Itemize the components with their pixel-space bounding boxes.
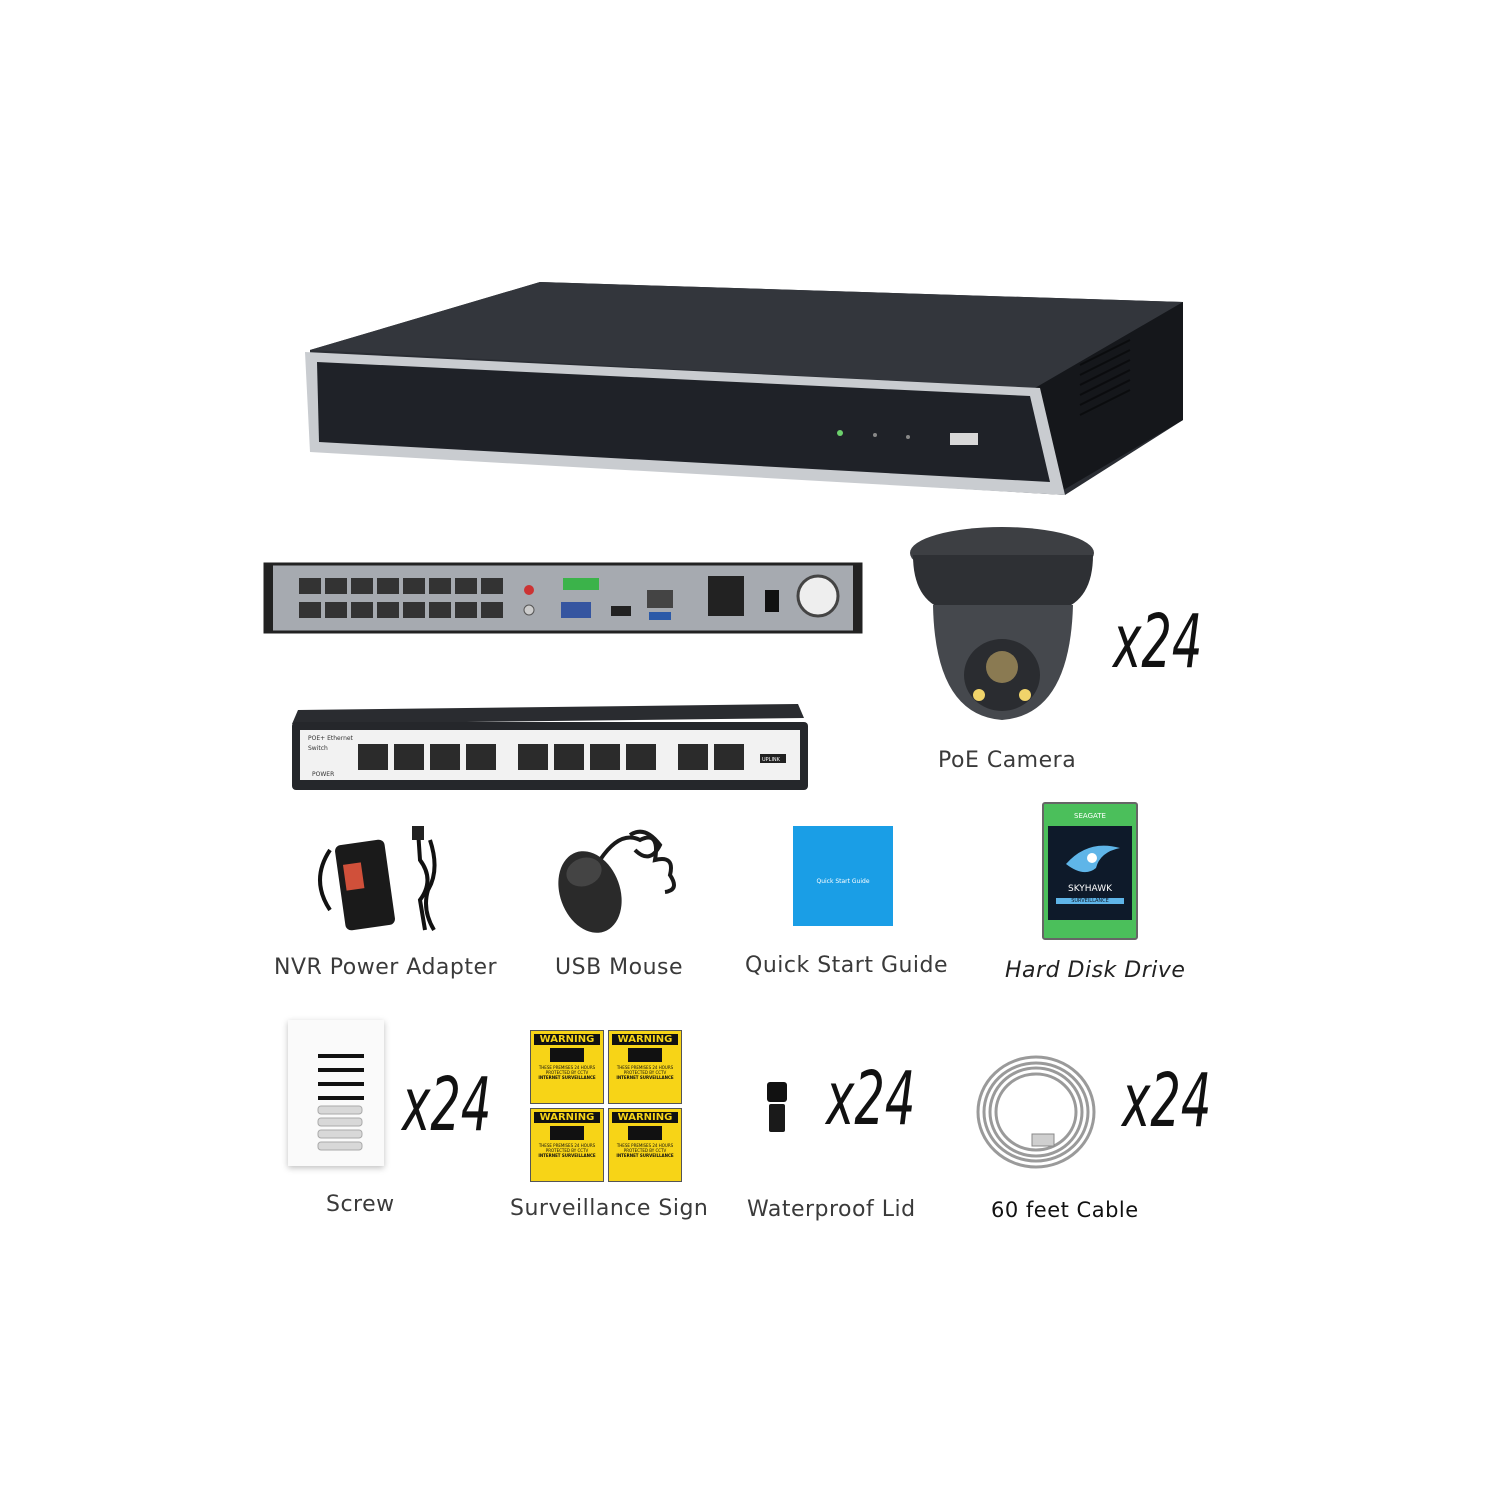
warning-sign-line2: PROTECTED BY CCTV (623, 1070, 667, 1075)
cable-coil-image (976, 1055, 1096, 1169)
warning-sign: WARNING THESE PREMISES 24 HOURS PROTECTE… (608, 1030, 682, 1104)
poe-camera-label: PoE Camera (938, 748, 1077, 773)
poe-switch-title: POE+ Ethernet (308, 735, 354, 742)
warning-sign-heading: WARNING (534, 1112, 600, 1123)
warning-sign-line2: PROTECTED BY CCTV (545, 1148, 589, 1153)
screw-qty: x24 (402, 1062, 492, 1148)
warning-sign-line1: THESE PREMISES 24 HOURS (538, 1065, 596, 1070)
warning-sign-line1: THESE PREMISES 24 HOURS (616, 1065, 674, 1070)
camera-icon (628, 1048, 662, 1062)
warning-sign-line2: PROTECTED BY CCTV (545, 1070, 589, 1075)
screw-pack-image (288, 1020, 384, 1166)
warning-sign-heading: WARNING (534, 1034, 600, 1045)
screw-icon (317, 1054, 364, 1151)
poe-switch-uplink: UPLINK (762, 757, 781, 763)
nvr-power-adapter-image (318, 826, 437, 932)
poe-camera-image (910, 527, 1094, 720)
poe-camera-qty: x24 (1113, 599, 1203, 685)
warning-sign-line1: THESE PREMISES 24 HOURS (616, 1143, 674, 1148)
hard-disk-drive-label: Hard Disk Drive (1005, 958, 1186, 983)
cable-qty: x24 (1122, 1058, 1212, 1144)
waterproof-lid-image (767, 1082, 787, 1132)
warning-sign-line3: INTERNET SURVEILLANCE (538, 1153, 596, 1158)
waterproof-lid-qty: x24 (826, 1056, 916, 1142)
cable-label: 60 feet Cable (991, 1198, 1139, 1222)
hdd-face: SKYHAWK SURVEILLANCE (1048, 826, 1132, 920)
poe-switch-image: POE+ Ethernet Switch POWER UPLINK (292, 704, 808, 790)
poe-switch-power: POWER (312, 771, 334, 778)
camera-icon (550, 1048, 584, 1062)
surveillance-sign-label: Surveillance Sign (510, 1196, 709, 1221)
surveillance-sign-group: WARNING THESE PREMISES 24 HOURS PROTECTE… (530, 1030, 682, 1182)
camera-icon (628, 1126, 662, 1140)
warning-sign: WARNING THESE PREMISES 24 HOURS PROTECTE… (530, 1108, 604, 1182)
warning-sign-line2: PROTECTED BY CCTV (623, 1148, 667, 1153)
warning-sign-line3: INTERNET SURVEILLANCE (616, 1075, 674, 1080)
warning-sign-heading: WARNING (612, 1034, 678, 1045)
poe-switch-subtitle: Switch (308, 745, 328, 752)
hdd-model: SKYHAWK (1067, 884, 1113, 894)
usb-mouse-label: USB Mouse (555, 955, 684, 980)
warning-sign-heading: WARNING (612, 1112, 678, 1123)
quick-start-guide-image: Quick Start Guide (793, 826, 893, 926)
waterproof-lid-label: Waterproof Lid (747, 1197, 916, 1222)
nvr-power-adapter-label: NVR Power Adapter (274, 955, 498, 980)
nvr-front-image (305, 282, 1183, 495)
warning-sign: WARNING THESE PREMISES 24 HOURS PROTECTE… (608, 1108, 682, 1182)
warning-sign-line1: THESE PREMISES 24 HOURS (538, 1143, 596, 1148)
usb-mouse-image (558, 829, 676, 933)
screw-label: Screw (326, 1192, 395, 1217)
hard-disk-drive-image: SEAGATE SKYHAWK SURVEILLANCE (1042, 802, 1138, 940)
camera-icon (550, 1126, 584, 1140)
warning-sign-line3: INTERNET SURVEILLANCE (538, 1075, 596, 1080)
hdd-line: SURVEILLANCE (1056, 898, 1124, 904)
warning-sign-line3: INTERNET SURVEILLANCE (616, 1153, 674, 1158)
quick-start-guide-cover-text: Quick Start Guide (816, 878, 870, 885)
warning-sign: WARNING THESE PREMISES 24 HOURS PROTECTE… (530, 1030, 604, 1104)
skyhawk-logo-icon (1066, 845, 1120, 873)
hdd-brand: SEAGATE (1074, 812, 1106, 820)
nvr-back-panel-image (263, 562, 863, 634)
quick-start-guide-label: Quick Start Guide (745, 953, 949, 978)
